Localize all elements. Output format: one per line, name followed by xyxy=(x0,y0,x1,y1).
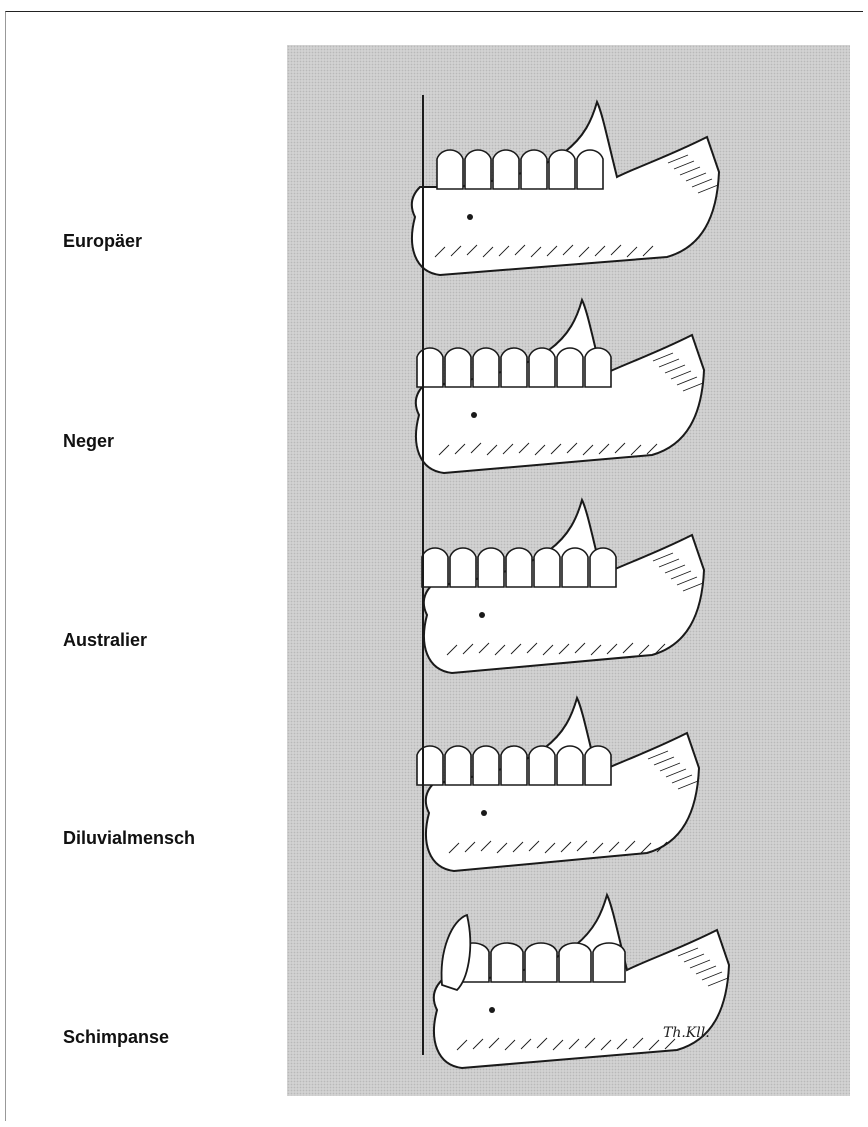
tooth xyxy=(557,348,583,387)
tooth xyxy=(501,746,527,785)
label-neger: Neger xyxy=(63,431,114,452)
tooth xyxy=(478,548,504,587)
tooth xyxy=(506,548,532,587)
tooth xyxy=(473,746,499,785)
tooth xyxy=(521,150,547,189)
tooth xyxy=(593,943,625,982)
mandible-diluvialmensch xyxy=(417,698,699,871)
mental-foramen xyxy=(467,214,473,220)
mental-foramen xyxy=(471,412,477,418)
tooth xyxy=(437,150,463,189)
mental-foramen xyxy=(481,810,487,816)
tooth xyxy=(557,746,583,785)
tooth xyxy=(417,348,443,387)
label-europaeer: Europäer xyxy=(63,231,142,252)
tooth xyxy=(501,348,527,387)
tooth xyxy=(585,746,611,785)
tooth xyxy=(450,548,476,587)
tooth xyxy=(590,548,616,587)
tooth xyxy=(445,348,471,387)
mandible-australier xyxy=(422,500,704,673)
tooth xyxy=(562,548,588,587)
tooth xyxy=(422,548,448,587)
artist-signature: Th.Kll. xyxy=(663,1025,710,1041)
mandible-schimpanse xyxy=(434,895,729,1068)
label-australier: Australier xyxy=(63,630,147,651)
tooth xyxy=(549,150,575,189)
tooth xyxy=(465,150,491,189)
tooth xyxy=(445,746,471,785)
tooth xyxy=(473,348,499,387)
tooth xyxy=(493,150,519,189)
tooth xyxy=(585,348,611,387)
label-schimpanse: Schimpanse xyxy=(63,1027,169,1048)
mandible-europaeer xyxy=(412,102,719,275)
tooth xyxy=(577,150,603,189)
tooth xyxy=(529,746,555,785)
label-diluvialmensch: Diluvialmensch xyxy=(63,828,195,849)
tooth xyxy=(529,348,555,387)
tooth xyxy=(525,943,557,982)
tooth xyxy=(559,943,591,982)
mandible-neger xyxy=(416,300,704,473)
mental-foramen xyxy=(489,1007,495,1013)
tooth xyxy=(534,548,560,587)
tooth xyxy=(491,943,523,982)
mandible-illustration xyxy=(287,45,850,1096)
mental-foramen xyxy=(479,612,485,618)
tooth xyxy=(417,746,443,785)
